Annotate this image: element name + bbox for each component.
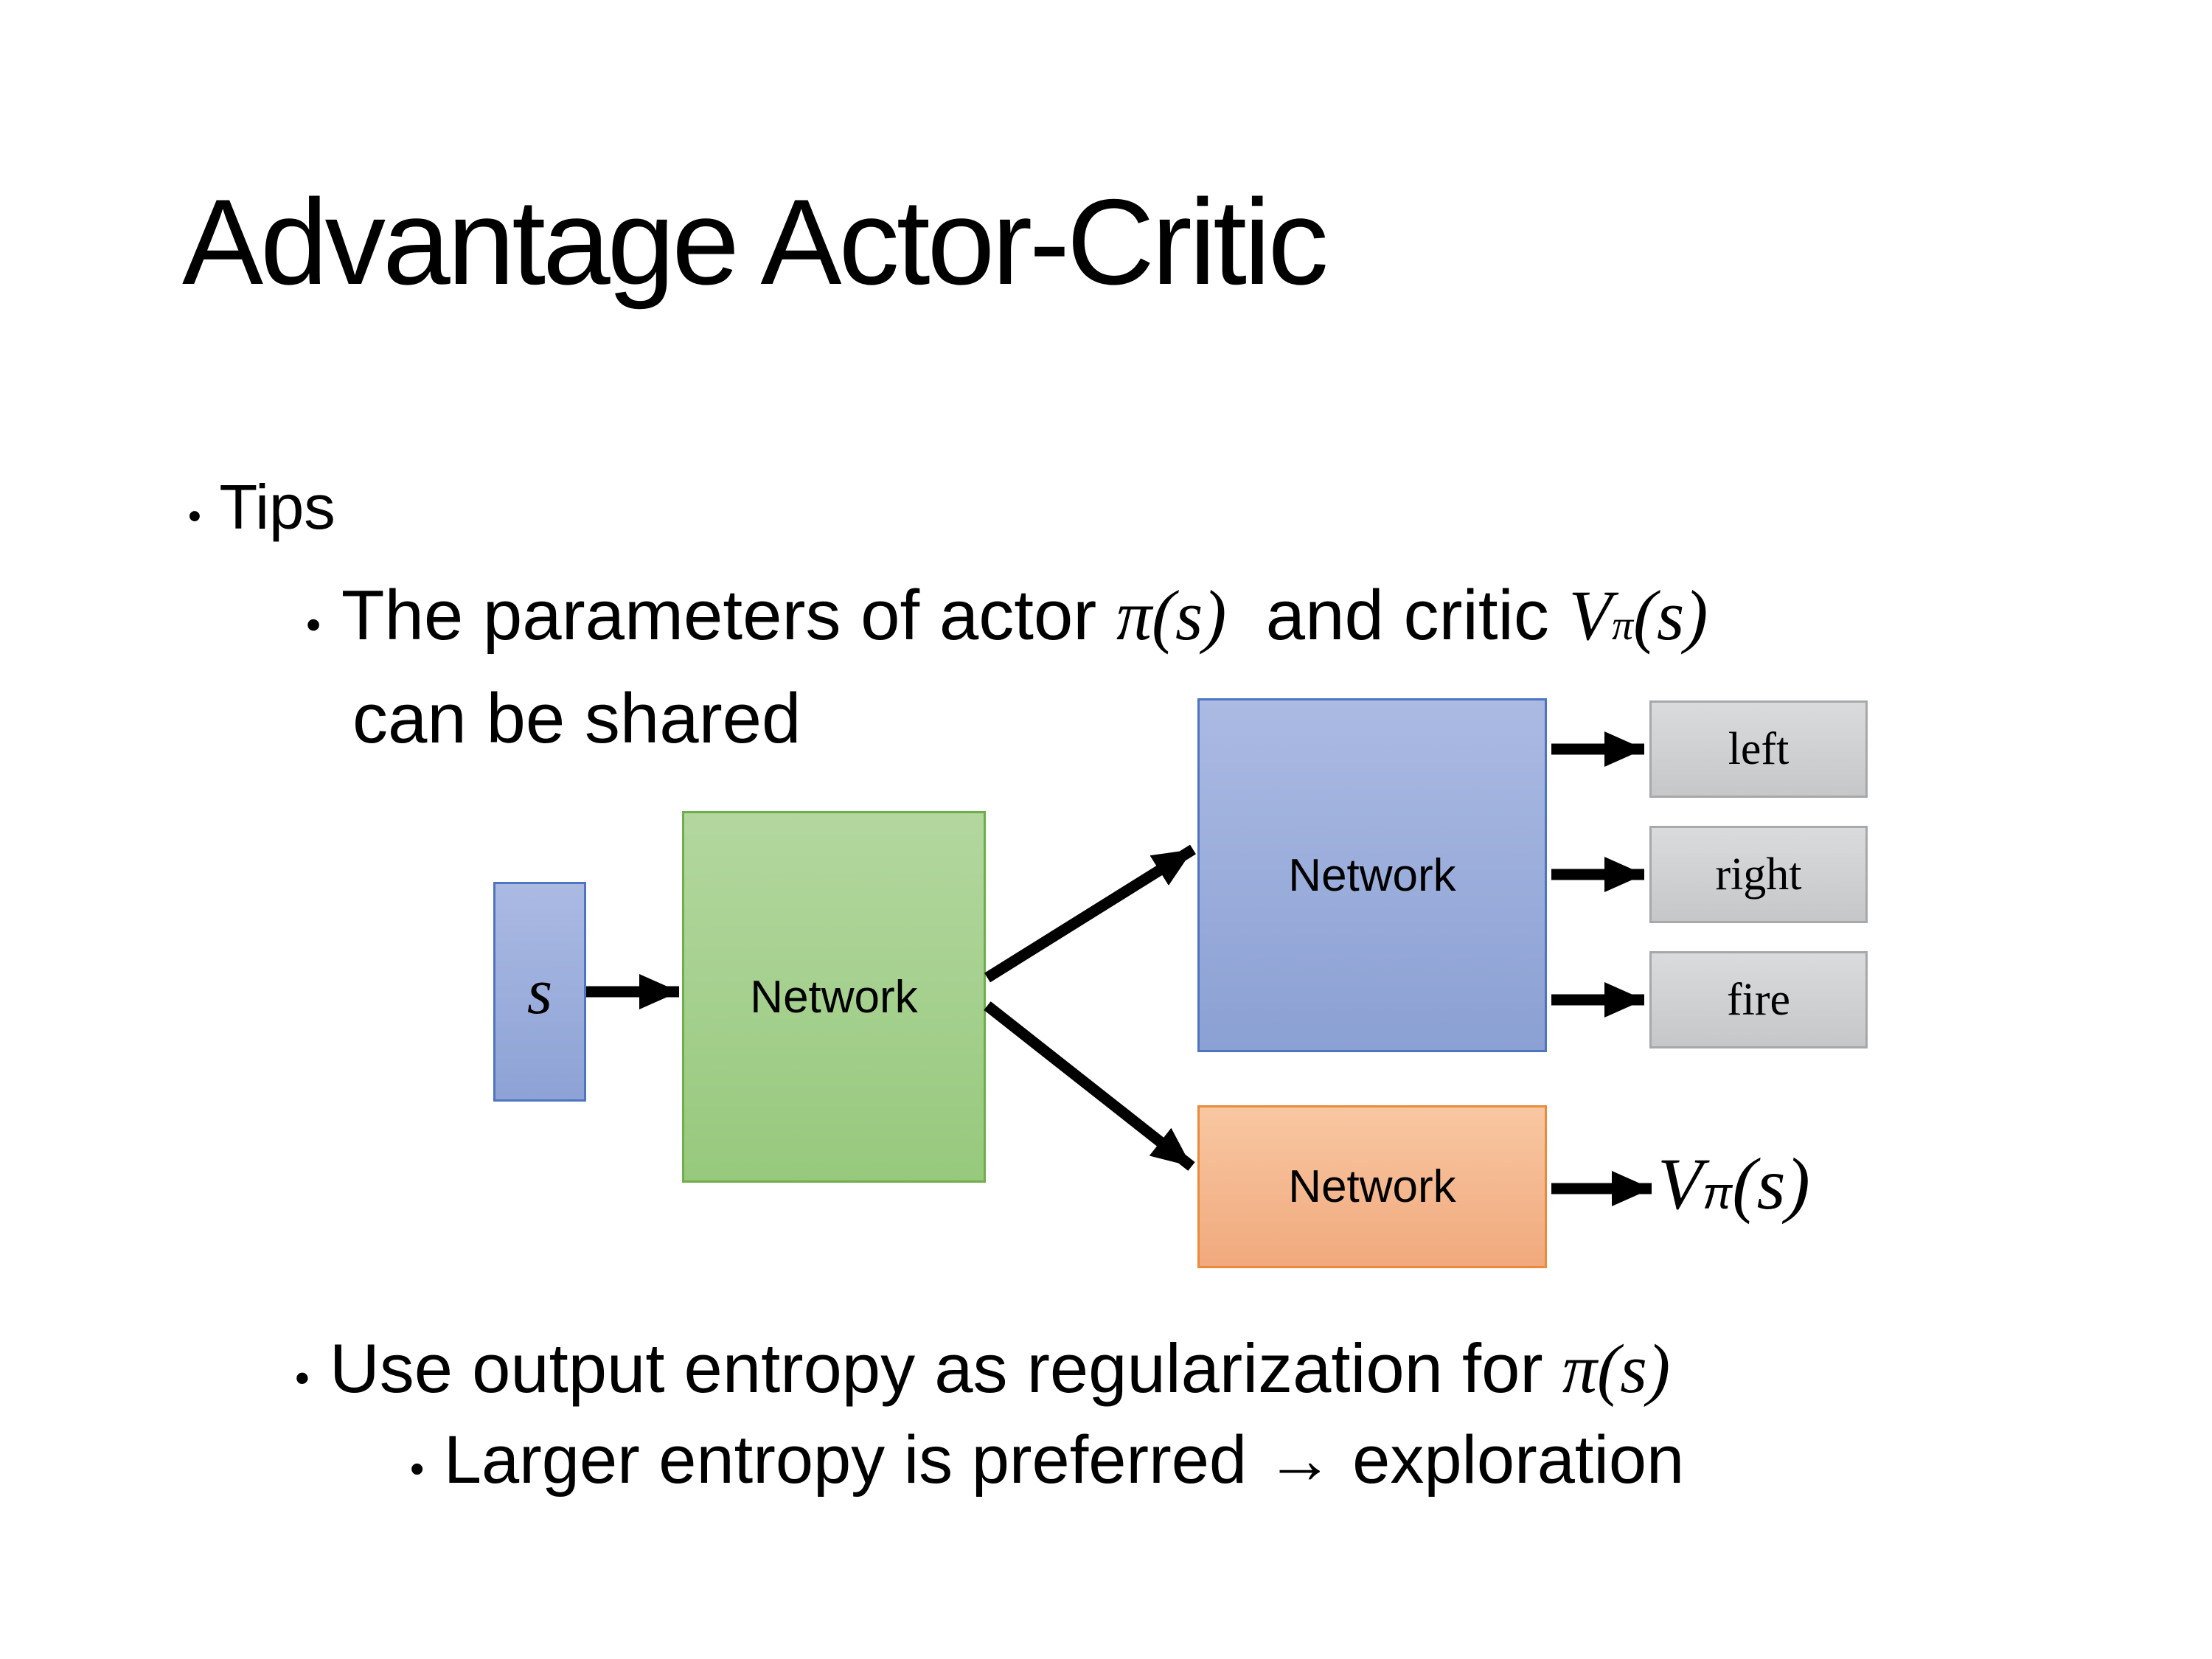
page-title: Advantage Actor-Critic	[182, 174, 1329, 310]
actor-network-label: Network	[1288, 849, 1456, 901]
action-box-right: right	[1649, 826, 1868, 923]
action-label-left: left	[1728, 723, 1790, 774]
bullet-dot: •	[306, 602, 321, 649]
bullet-exploration: • Larger entropy is preferred → explorat…	[410, 1422, 1684, 1500]
shared-network-box: Network	[682, 811, 986, 1183]
bullet-entropy: • Use output entropy as regularization f…	[295, 1329, 1670, 1409]
shared-network-label: Network	[750, 971, 918, 1023]
shared-params-text-mid: and critic	[1226, 576, 1569, 655]
arrow-shared-to-critic	[984, 1001, 1195, 1171]
state-label: s	[526, 956, 553, 1028]
bullet-shared-params: • The parameters of actor π(s) and criti…	[306, 575, 1708, 656]
shared-params-text: The parameters of actor	[341, 576, 1116, 655]
value-output: V π (s)	[1658, 1141, 1810, 1226]
actor-policy-math: π(s)	[1116, 576, 1227, 655]
arrow-shared-to-actor	[984, 844, 1196, 983]
state-box: s	[493, 882, 586, 1102]
action-box-fire: fire	[1649, 951, 1868, 1048]
bullet-tips: • Tips	[188, 472, 335, 544]
critic-network-label: Network	[1288, 1161, 1456, 1212]
entropy-text: Use output entropy as regularization for	[329, 1329, 1562, 1407]
bullet-dot: •	[295, 1354, 310, 1401]
bullet-dot: •	[410, 1446, 425, 1492]
action-label-right: right	[1715, 849, 1802, 900]
bullet-tips-label: Tips	[219, 473, 335, 543]
action-box-left: left	[1649, 700, 1868, 798]
bullet-shared-params-line2: can be shared	[352, 678, 801, 759]
exploration-text: Larger entropy is preferred → exploratio…	[443, 1422, 1685, 1498]
critic-network-box: Network	[1197, 1105, 1547, 1268]
bullet-dot: •	[188, 495, 201, 537]
critic-value-math-sup: π	[1612, 602, 1633, 649]
value-output-base: V	[1658, 1143, 1703, 1225]
action-label-fire: fire	[1726, 974, 1791, 1025]
value-output-args: (s)	[1732, 1143, 1810, 1225]
actor-network-box: Network	[1197, 698, 1547, 1052]
shared-params-text-line2: can be shared	[352, 679, 801, 758]
value-output-sup: π	[1703, 1169, 1733, 1218]
entropy-policy-math: π(s)	[1562, 1331, 1671, 1408]
critic-value-math-base: V	[1568, 576, 1613, 655]
critic-value-math-args: (s)	[1632, 576, 1708, 655]
